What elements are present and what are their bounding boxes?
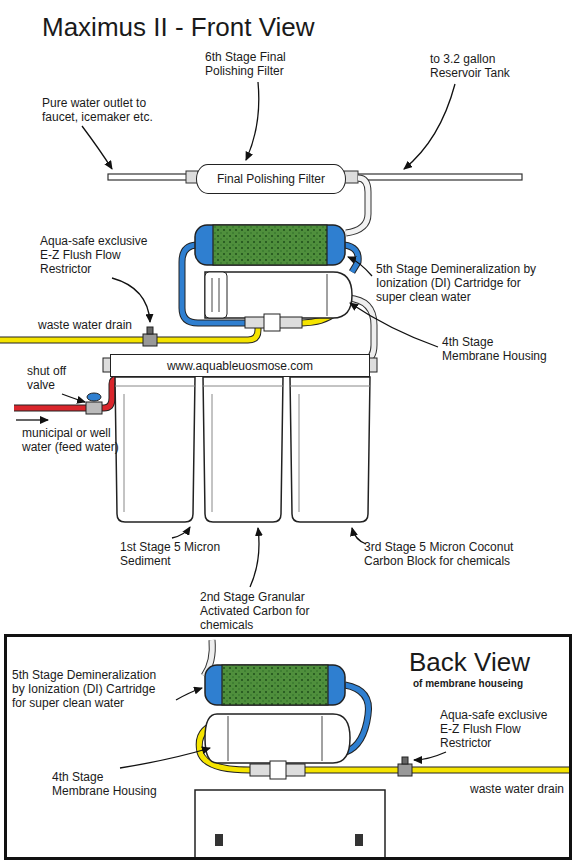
callout-label: Aqua-safe exclusive E-Z Flush Flow Restr… — [440, 708, 562, 750]
tube-outline — [348, 298, 374, 362]
leader-line — [62, 394, 85, 402]
check-valve — [264, 314, 280, 331]
callout-label: municipal or well water (feed water) — [22, 426, 134, 454]
leader-line — [246, 82, 259, 160]
callout-label: to 3.2 gallon Reservoir Tank — [430, 52, 542, 80]
sediment-canister — [115, 377, 195, 522]
leader-lines — [120, 688, 446, 768]
flow-arrow — [16, 419, 48, 420]
leader-line — [404, 84, 455, 169]
inset-heading: of membrane houseing — [413, 678, 523, 690]
cap-ridges — [212, 274, 327, 316]
restrictor-knob — [402, 757, 408, 764]
membrane-housing — [205, 272, 352, 318]
callout-label: 5th Stage Demineralization by Ionization… — [376, 262, 554, 304]
di-cartridge — [205, 665, 345, 705]
mount-hole — [355, 834, 363, 846]
gac-canister — [203, 377, 283, 522]
di-resin — [222, 665, 328, 705]
carbon-block-canister — [290, 377, 370, 522]
callout-label: 4th Stage Membrane Housing — [442, 335, 554, 363]
leader-line — [350, 303, 438, 347]
flow-restrictor — [143, 334, 157, 346]
valve-handle — [87, 393, 101, 401]
mount-hole — [215, 834, 223, 846]
restrictor-knob — [147, 327, 153, 334]
flow-restrictor — [398, 764, 412, 776]
canister-ridges — [115, 386, 370, 512]
check-valve — [270, 761, 286, 779]
callout-label: 6th Stage Final Polishing Filter — [205, 50, 335, 78]
leader-line — [120, 748, 210, 768]
callout-label: Pure water outlet to faucet, icemaker et… — [42, 96, 167, 124]
leader-line — [112, 278, 150, 322]
housing-cap — [205, 272, 227, 318]
outlet-pipe — [108, 174, 188, 180]
leader-line — [352, 528, 366, 544]
di-resin — [213, 225, 327, 265]
leader-line — [176, 688, 202, 700]
leader-line — [250, 528, 259, 587]
polishing-filter: Final Polishing Filter — [196, 164, 346, 194]
callout-label: waste water drain — [470, 782, 570, 796]
callout-label: 1st Stage 5 Micron Sediment — [120, 540, 235, 568]
callout-label: Aqua-safe exclusive E-Z Flush Flow Restr… — [40, 234, 150, 276]
cap-ridges — [228, 716, 322, 761]
manifold-bracket — [195, 790, 385, 858]
leader-lines — [16, 82, 455, 587]
fitting — [369, 358, 377, 372]
diagram-title: Maximus II - Front View — [42, 12, 315, 42]
shut-off-valve — [86, 402, 102, 414]
leader-line — [348, 257, 372, 276]
tank-pipe — [356, 174, 522, 180]
tube — [346, 178, 368, 233]
tube-outline — [346, 178, 368, 233]
callout-label: waste water drain — [38, 318, 138, 332]
manifold-bracket: www.aquableuosmose.com — [110, 354, 370, 377]
leader-line — [82, 126, 112, 169]
callout-label: 4th Stage Membrane Housing — [52, 770, 162, 798]
callout-label: shut off valve — [27, 364, 89, 392]
inset-heading: Back View — [409, 647, 530, 677]
node-text: www.aquableuosmose.com — [167, 359, 313, 373]
tube — [348, 298, 374, 362]
callout-label: 3rd Stage 5 Micron Coconut Carbon Block … — [364, 540, 514, 568]
callout-label: 5th Stage Demineralization by Ionization… — [12, 668, 172, 710]
node-text: Final Polishing Filter — [217, 172, 325, 186]
membrane-housing — [205, 714, 350, 763]
leader-line — [172, 527, 190, 538]
di-cartridge — [195, 225, 345, 265]
fitting — [344, 171, 358, 183]
callout-label: 2nd Stage Granular Activated Carbon for … — [200, 590, 350, 632]
leader-line — [414, 752, 446, 760]
